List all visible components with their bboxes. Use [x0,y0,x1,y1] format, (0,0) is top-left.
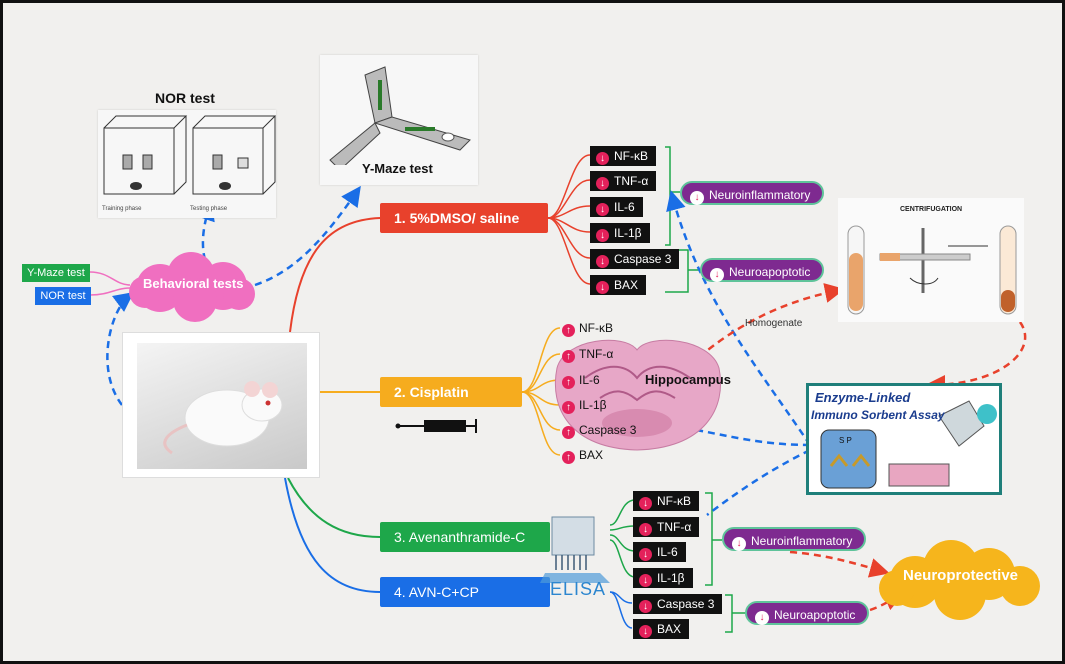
ymaze-title: Y-Maze test [362,161,433,176]
up-arrow-icon: ↑ [562,401,575,414]
elisa-title-line1: Enzyme-Linked [815,390,911,405]
behavioral-to-ymaze [254,185,361,287]
testing-label: Testing phase [190,206,228,212]
elisa-to-cisplatin [647,415,811,447]
down-arrow-icon: ↓ [639,574,652,587]
dmso-fan [547,154,591,285]
cisplatin-marker: ↑NF-κB [562,319,613,337]
elisa-small-label: S P [839,436,852,445]
elisa-title-line2: Immuno Sorbent Assay [811,408,945,422]
cisplatin-marker: ↑IL-6 [562,371,600,389]
homogenate-label: Homogenate [745,318,803,329]
behavioral-cloud [129,252,255,322]
down-arrow-icon: ↓ [639,548,652,561]
branch-avncp [284,477,381,593]
dmso-marker: ↓Caspase 3 [590,249,680,269]
down-arrow-icon: ↓ [639,625,652,638]
cisplatin-marker: ↑Caspase 3 [562,421,636,439]
apopt-to-protective [869,591,905,612]
centrifugation-image: CENTRIFUGATION [838,198,1024,322]
ymaze-tag: Y-Maze test [22,264,90,282]
dmso-marker: ↓TNF-α [590,171,657,191]
avn-marker: ↓IL-6 [633,542,686,562]
training-label: Training phase [102,206,142,212]
down-arrow-icon: ↓ [596,255,609,268]
hippocampus-label: Hippocampus [645,372,731,387]
ymaze-icon [329,66,471,171]
dmso-marker: ↓NF-κB [590,146,656,166]
up-arrow-icon: ↑ [562,324,575,337]
brain-icon [554,339,722,451]
avn-marker: ↓Caspase 3 [633,594,723,614]
centrifugation-label: CENTRIFUGATION [900,206,963,213]
neuroprotective-label: Neuroprotective [903,567,1019,584]
avn-marker: ↓BAX [633,619,690,639]
down-arrow-icon: ↓ [639,523,652,536]
down-arrow-icon: ↓ [639,497,652,510]
down-arrow-icon: ↓ [755,611,769,625]
cisplatin-fan [521,327,561,456]
down-arrow-icon: ↓ [596,281,609,294]
cisplatin-marker: ↑BAX [562,446,603,464]
nor-tag: NOR test [35,287,91,305]
behavioral-title: Behavioral tests [143,276,244,291]
brain-section-image: Hippocampus [545,328,731,458]
group-avn: 3. Avenanthramide-C [380,522,550,552]
brain-to-centrifuge [689,283,845,366]
nor-title: NOR test [155,90,215,106]
inflam-to-protective [789,550,890,578]
down-arrow-icon: ↓ [596,229,609,242]
up-arrow-icon: ↑ [562,376,575,389]
avn-neuroinflammatory: ↓Neuroinflammatory [722,527,867,551]
rat-icon [163,381,283,455]
elisa-plate-icon [820,400,997,489]
cisplatin-marker: ↑IL-1β [562,396,607,414]
rat-photo [122,332,320,478]
down-arrow-icon: ↓ [639,600,652,613]
elisa-label: ELISA [550,579,607,599]
cisplatin-marker: ↑TNF-α [562,345,613,363]
neuroprotective-cloud [879,540,1040,620]
nor-boxes-icon [103,115,277,195]
group-avncp: 4. AVN-C+CP [380,577,550,607]
down-arrow-icon: ↓ [710,268,724,282]
branch-dmso [289,217,381,333]
up-arrow-icon: ↑ [562,426,575,439]
multichannel-pipette-icon [540,516,610,583]
avn-fan [609,499,636,578]
group-dmso: 1. 5%DMSO/ saline [380,203,548,233]
down-arrow-icon: ↓ [596,152,609,165]
avn-neuroapoptotic: ↓Neuroapoptotic [745,601,870,625]
avn-marker: ↓IL-1β [633,568,693,588]
down-arrow-icon: ↓ [690,191,704,205]
up-arrow-icon: ↑ [562,451,575,464]
rat-to-behavioral [106,291,134,406]
branch-avn [287,477,381,538]
group-cisplatin: 2. Cisplatin [380,377,522,407]
syringe-icon [395,419,477,433]
dmso-neuroapoptotic: ↓Neuroapoptotic [700,258,825,282]
down-arrow-icon: ↓ [596,203,609,216]
avn-marker: ↓NF-κB [633,491,699,511]
dmso-marker: ↓IL-1β [590,223,650,243]
centrifuge-to-elisa [925,321,1027,395]
dmso-neuroinflammatory: ↓Neuroinflammatory [680,181,825,205]
down-arrow-icon: ↓ [732,537,746,551]
down-arrow-icon: ↓ [596,177,609,190]
up-arrow-icon: ↑ [562,350,575,363]
dmso-marker: ↓IL-6 [590,197,643,217]
elisa-reader-image: ELISA [540,515,620,600]
elisa-to-avn [706,448,811,516]
elisa-kit-image: Enzyme-Linked Immuno Sorbent Assay S P [806,383,1002,495]
avn-marker: ↓TNF-α [633,517,700,537]
ymaze-test-image: Y-Maze test [320,55,478,185]
dmso-marker: ↓BAX [590,275,647,295]
centrifuge-icon [847,225,1017,315]
nor-test-image: Training phase Testing phase [98,110,277,218]
